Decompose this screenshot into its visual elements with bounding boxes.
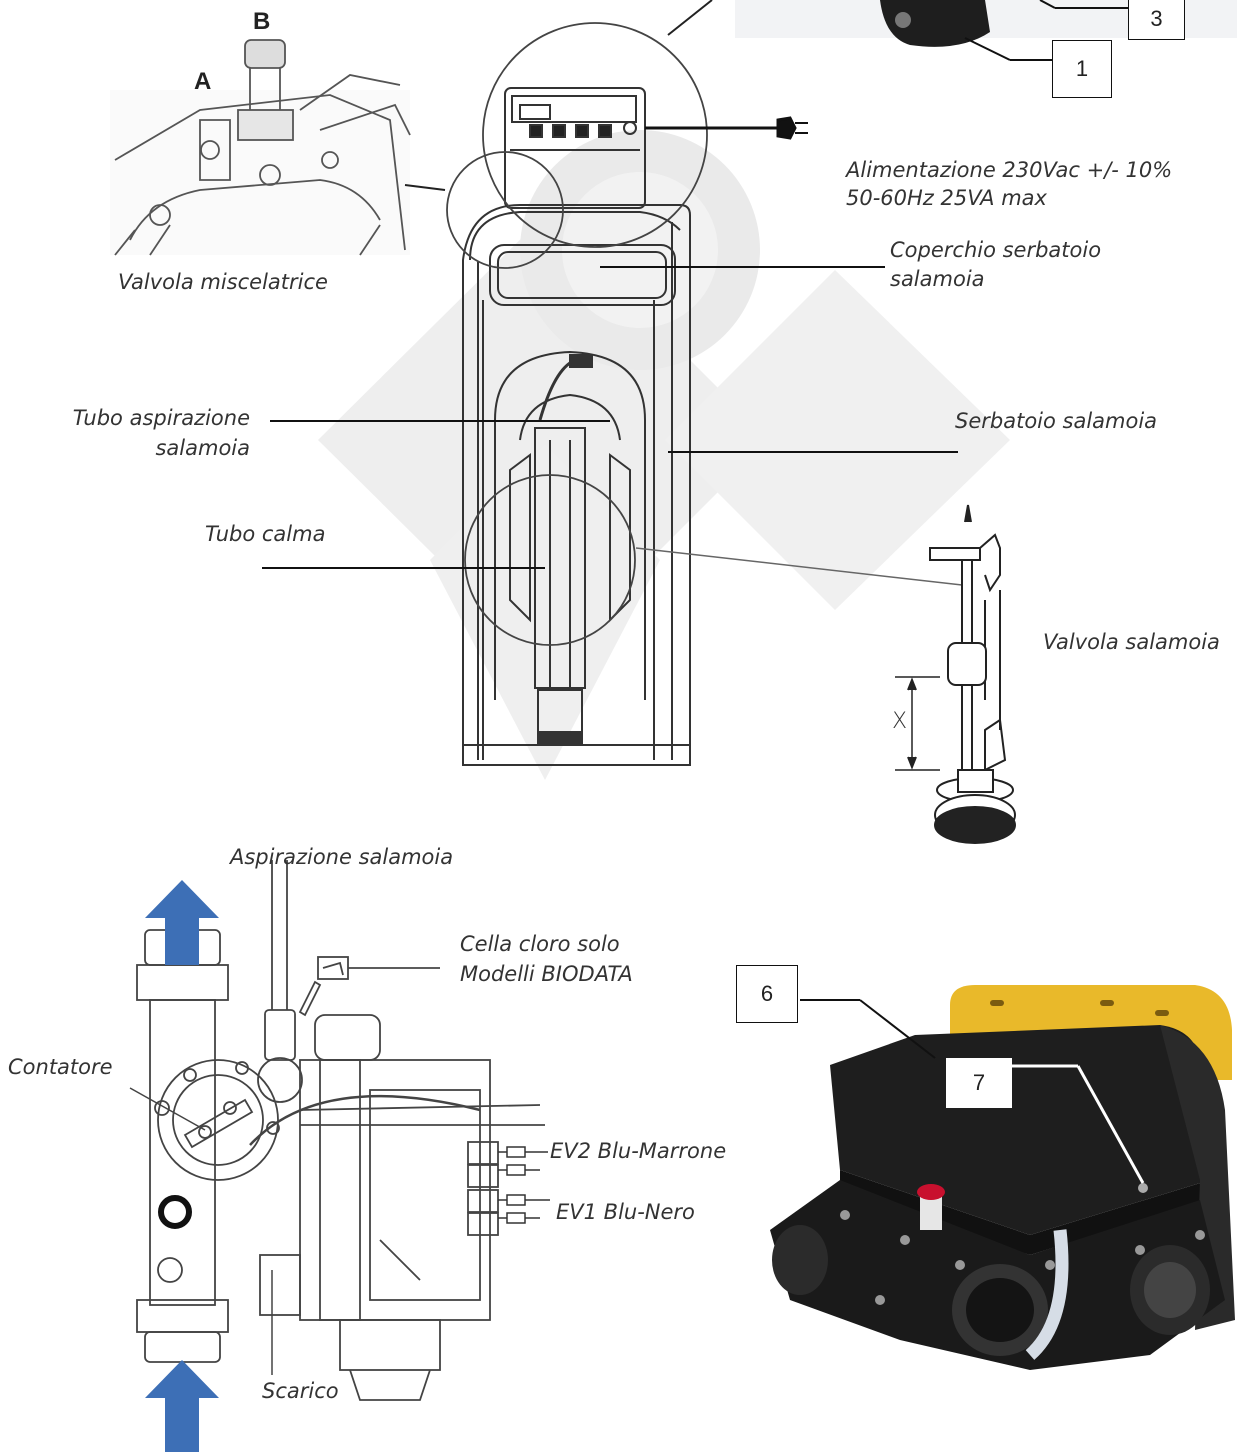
cella-cloro-label-2: Modelli BIODATA [460, 962, 633, 986]
brine-valve-detail [895, 504, 1016, 844]
valvola-salamoia-label: Valvola salamoia [1043, 630, 1220, 654]
dimension-x-label: X [892, 709, 908, 734]
ev-connectors [498, 1146, 550, 1224]
callout-3-box: 3 [1128, 0, 1185, 40]
valve-letter-b: B [253, 8, 271, 35]
tubo-calma-label: Tubo calma [205, 522, 326, 546]
controller-photo [750, 955, 1237, 1375]
valve-letter-a: A [194, 68, 212, 95]
alimentazione-label-2: 50-60Hz 25VA max [846, 186, 1047, 210]
scarico-label: Scarico [262, 1379, 339, 1403]
valvola-miscelatrice-label: Valvola miscelatrice [118, 270, 328, 294]
plug-icon [645, 116, 808, 140]
ev2-label: EV2 Blu-Marrone [550, 1139, 727, 1163]
softener-cabinet [462, 87, 691, 766]
tubo-aspirazione-label-1: Tubo aspirazione [72, 406, 250, 430]
callout-leaders [800, 999, 1145, 1184]
arrow-up-icon [145, 1360, 219, 1452]
tubo-aspirazione-label-2: salamoia [155, 436, 250, 460]
callout-1-box: 1 [1052, 40, 1112, 98]
aspirazione-salamoia-label: Aspirazione salamoia [230, 845, 454, 869]
callout-7-box: 7 [946, 1058, 1012, 1108]
alimentazione-label-1: Alimentazione 230Vac +/- 10% [846, 158, 1173, 182]
ev1-label: EV1 Blu-Nero [556, 1200, 695, 1224]
arrow-up-icon [145, 880, 219, 965]
cella-cloro-label-1: Cella cloro solo [460, 932, 620, 956]
valve-schematic [136, 860, 545, 1401]
coperchio-label-1: Coperchio serbatoio [890, 238, 1102, 262]
mixing-valve-detail [110, 39, 446, 256]
callout-6-box: 6 [736, 965, 798, 1023]
leader-lines [262, 266, 963, 586]
contatore-label: Contatore [8, 1055, 113, 1079]
schematic-leaders [129, 1087, 273, 1375]
detail-circles [446, 22, 708, 646]
watermark [318, 130, 1010, 780]
coperchio-label-2: salamoia [890, 267, 985, 291]
serbatoio-salamoia-label: Serbatoio salamoia [955, 409, 1158, 433]
